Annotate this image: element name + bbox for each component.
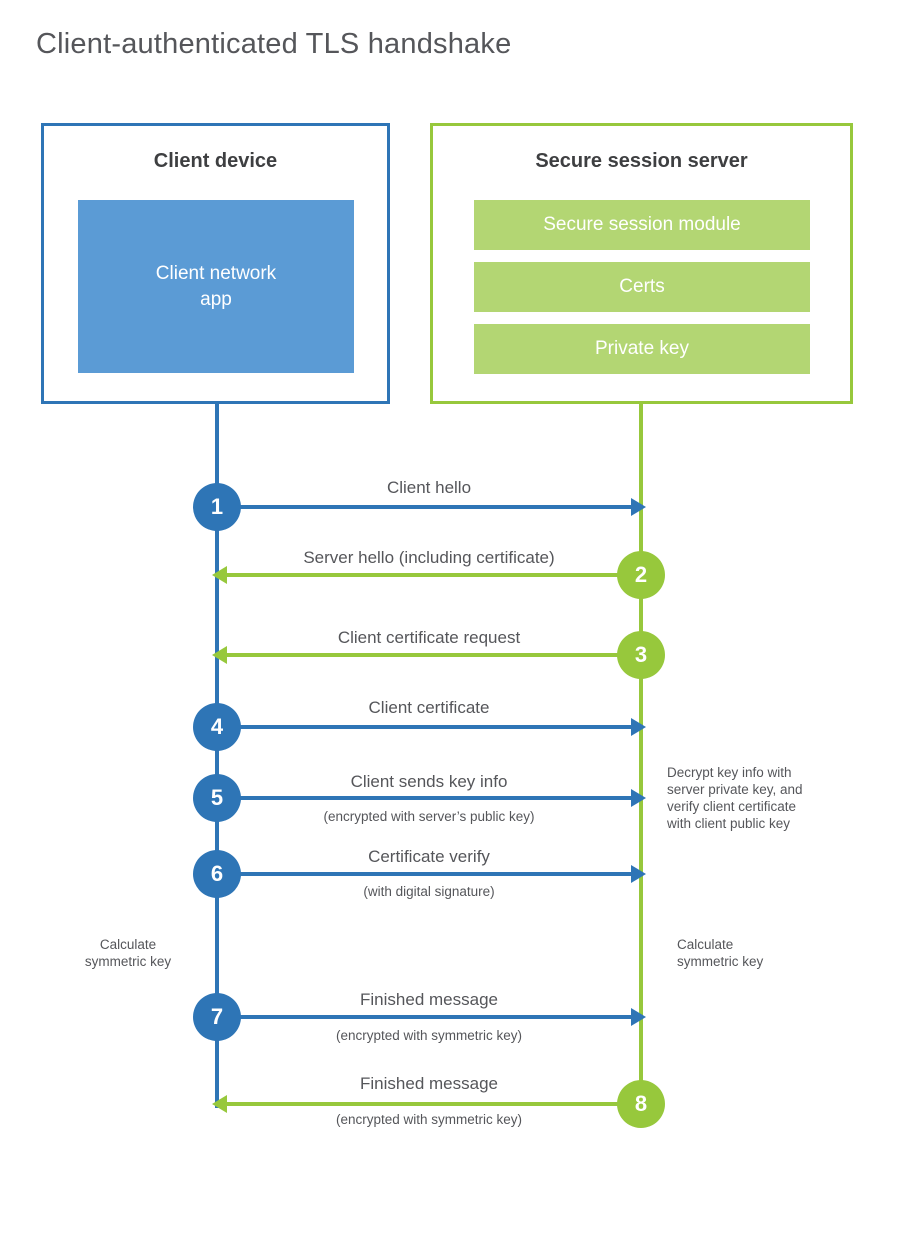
arrowhead-right-icon bbox=[631, 498, 646, 516]
server-module-certs: Certs bbox=[474, 262, 810, 312]
message-sub-5: (encrypted with server’s public key) bbox=[323, 809, 535, 824]
decrypt-key-note: Decrypt key info with server private key… bbox=[667, 765, 803, 831]
arrowhead-right-icon bbox=[631, 789, 646, 807]
client-network-app-box: Client network app bbox=[78, 200, 354, 373]
message-arrow-line-7 bbox=[217, 1015, 631, 1019]
message-arrow-line-1 bbox=[217, 505, 631, 509]
server-module-private-key: Private key bbox=[474, 324, 810, 374]
secure-session-server-title: Secure session server bbox=[535, 150, 748, 172]
message-label-5: Client sends key info bbox=[350, 772, 508, 791]
message-arrow-line-4 bbox=[217, 725, 631, 729]
arrowhead-left-icon bbox=[212, 646, 227, 664]
arrowhead-right-icon bbox=[631, 865, 646, 883]
step-circle-2: 2 bbox=[617, 551, 665, 599]
message-label-2: Server hello (including certificate) bbox=[303, 548, 555, 567]
arrowhead-left-icon bbox=[212, 566, 227, 584]
client-device-title: Client device bbox=[153, 150, 278, 172]
message-label-7: Finished message bbox=[360, 990, 498, 1009]
step-circle-7: 7 bbox=[193, 993, 241, 1041]
message-label-1: Client hello bbox=[386, 478, 472, 497]
step-circle-6: 6 bbox=[193, 850, 241, 898]
message-sub-6: (with digital signature) bbox=[363, 884, 495, 899]
message-arrow-line-5 bbox=[217, 796, 631, 800]
message-sub-8: (encrypted with symmetric key) bbox=[335, 1112, 523, 1127]
message-arrow-line-6 bbox=[217, 872, 631, 876]
step-circle-8: 8 bbox=[617, 1080, 665, 1128]
step-circle-5: 5 bbox=[193, 774, 241, 822]
message-arrow-line-3 bbox=[227, 653, 641, 657]
message-label-8: Finished message bbox=[360, 1074, 498, 1093]
step-circle-1: 1 bbox=[193, 483, 241, 531]
arrowhead-right-icon bbox=[631, 1008, 646, 1026]
message-label-3: Client certificate request bbox=[337, 628, 521, 647]
arrowhead-right-icon bbox=[631, 718, 646, 736]
calculate-symmetric-key-right: Calculate symmetric key bbox=[677, 937, 764, 969]
server-module-secure-session: Secure session module bbox=[474, 200, 810, 250]
step-circle-4: 4 bbox=[193, 703, 241, 751]
secure-session-server-box: Secure session server Secure session mod… bbox=[430, 123, 853, 404]
client-lifeline bbox=[215, 404, 219, 1108]
message-arrow-line-2 bbox=[227, 573, 641, 577]
step-circle-3: 3 bbox=[617, 631, 665, 679]
message-sub-7: (encrypted with symmetric key) bbox=[335, 1028, 523, 1043]
page-title: Client-authenticated TLS handshake bbox=[36, 28, 512, 60]
message-label-6: Certificate verify bbox=[368, 847, 490, 866]
server-lifeline bbox=[639, 404, 643, 1108]
arrowhead-left-icon bbox=[212, 1095, 227, 1113]
client-device-box: Client device Client network app bbox=[41, 123, 390, 404]
message-label-4: Client certificate bbox=[368, 698, 490, 717]
calculate-symmetric-key-left: Calculate symmetric key bbox=[84, 937, 172, 969]
message-arrow-line-8 bbox=[227, 1102, 641, 1106]
